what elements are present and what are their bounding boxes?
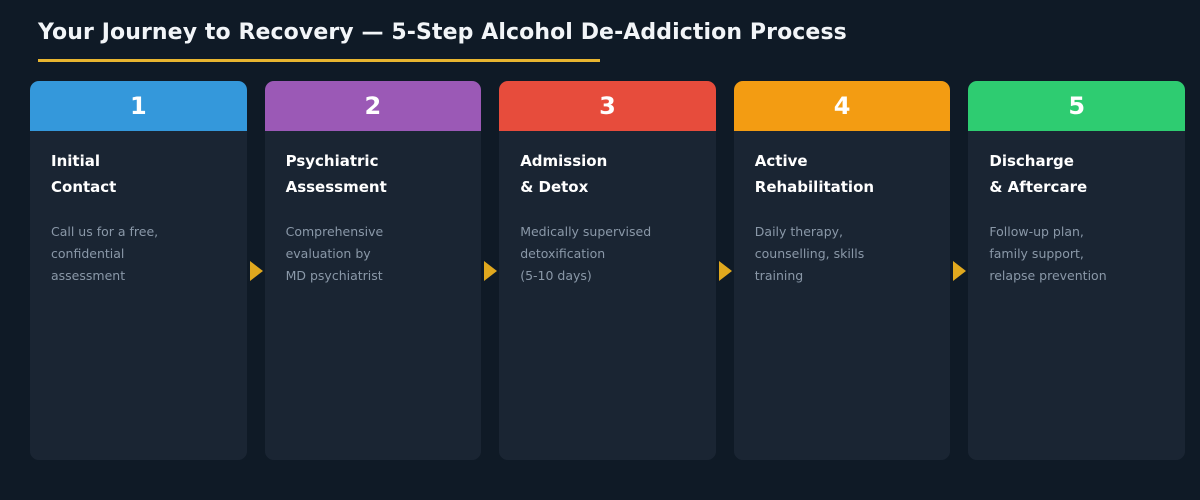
step-title: Psychiatric Assessment: [285, 152, 387, 196]
step-header: 3: [499, 81, 716, 131]
page-title: Your Journey to Recovery — 5-Step Alcoho…: [38, 20, 847, 45]
step-title: Admission & Detox: [520, 152, 608, 196]
step-header: 5: [968, 81, 1185, 131]
title-accent-underline: [38, 59, 600, 62]
step-title: Discharge & Aftercare: [989, 152, 1088, 196]
triangle-right-icon: [953, 260, 967, 281]
triangle-right-icon: [718, 260, 732, 281]
step-header: 2: [264, 81, 482, 131]
step-description: Follow-up plan, family support, relapse …: [989, 224, 1107, 283]
step-header: 4: [733, 81, 951, 131]
triangle-right-icon: [484, 260, 498, 281]
triangle-right-icon: [249, 260, 263, 281]
step-number: 1: [129, 92, 147, 120]
step-number: 2: [364, 92, 382, 120]
step-header: 1: [30, 81, 247, 131]
step-number: 4: [833, 92, 851, 120]
step-number: 5: [1068, 92, 1086, 120]
step-title: Initial Contact: [51, 152, 117, 196]
step-description: Medically supervised detoxification (5-1…: [520, 224, 652, 283]
step-description: Daily therapy, counselling, skills train…: [754, 224, 865, 283]
step-description: Call us for a free, confidential assessm…: [51, 224, 159, 283]
step-number: 3: [599, 92, 616, 120]
page-header: Your Journey to Recovery — 5-Step Alcoho…: [38, 18, 1168, 62]
step-title: Active Rehabilitation: [754, 152, 875, 196]
step-description: Comprehensive evaluation by MD psychiatr…: [285, 224, 384, 283]
